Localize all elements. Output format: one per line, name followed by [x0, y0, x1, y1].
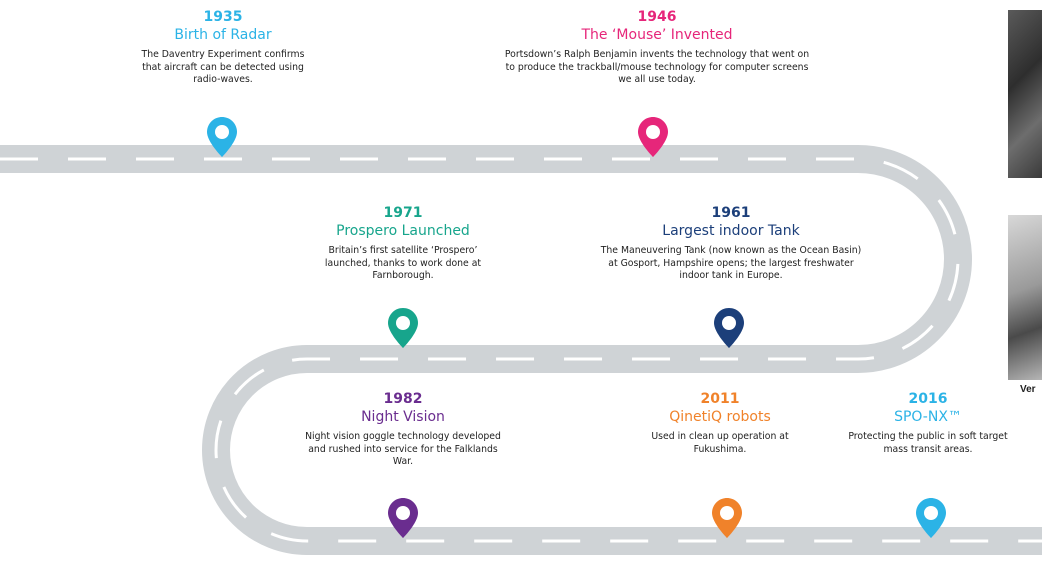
map-pin-icon	[714, 308, 744, 348]
event-year: 1961	[711, 205, 751, 221]
event-description: Night vision goggle technology developed…	[305, 431, 501, 467]
event-description: The Daventry Experiment confirms that ai…	[141, 49, 305, 85]
event-description: Britain’s first satellite ‘Prospero’ lau…	[324, 245, 482, 281]
road-surface	[0, 145, 1042, 555]
event-2016: 2016 SPO-NX™ Protecting the public in so…	[838, 391, 1018, 456]
map-pin-icon	[388, 308, 418, 348]
map-pin-icon	[916, 498, 946, 538]
event-title: The ‘Mouse’ Invented	[581, 27, 733, 43]
event-1982: 1982 Night Vision Night vision goggle te…	[293, 391, 513, 469]
map-pin-icon	[388, 498, 418, 538]
event-year: 1971	[383, 205, 423, 221]
map-pin-icon	[712, 498, 742, 538]
event-description: Protecting the public in soft target mas…	[848, 431, 1008, 455]
event-title: Prospero Launched	[336, 223, 470, 239]
event-1935: 1935 Birth of Radar The Daventry Experim…	[123, 9, 323, 87]
event-year: 1935	[203, 9, 243, 25]
event-2011: 2011 QinetiQ robots Used in clean up ope…	[635, 391, 805, 456]
photo-caption: Ver	[1020, 384, 1036, 395]
event-title: Night Vision	[361, 409, 445, 425]
event-title: Birth of Radar	[174, 27, 272, 43]
road-dashes	[0, 157, 1042, 543]
map-pin-icon	[638, 117, 668, 157]
event-year: 2016	[908, 391, 948, 407]
event-1946: 1946 The ‘Mouse’ Invented Portsdown’s Ra…	[498, 9, 816, 87]
historic-photo-bottom	[1008, 215, 1042, 380]
event-title: QinetiQ robots	[669, 409, 771, 425]
event-title: SPO-NX™	[894, 409, 962, 425]
event-year: 1946	[637, 9, 677, 25]
event-description: The Maneuvering Tank (now known as the O…	[600, 245, 862, 281]
event-year: 2011	[700, 391, 740, 407]
event-title: Largest indoor Tank	[662, 223, 800, 239]
historic-photo-top	[1008, 10, 1042, 178]
event-1971: 1971 Prospero Launched Britain’s first s…	[298, 205, 508, 283]
event-description: Used in clean up operation at Fukushima.	[651, 431, 789, 455]
map-pin-icon	[207, 117, 237, 157]
event-description: Portsdown’s Ralph Benjamin invents the t…	[504, 49, 810, 85]
event-year: 1982	[383, 391, 423, 407]
event-1961: 1961 Largest indoor Tank The Maneuvering…	[596, 205, 866, 283]
